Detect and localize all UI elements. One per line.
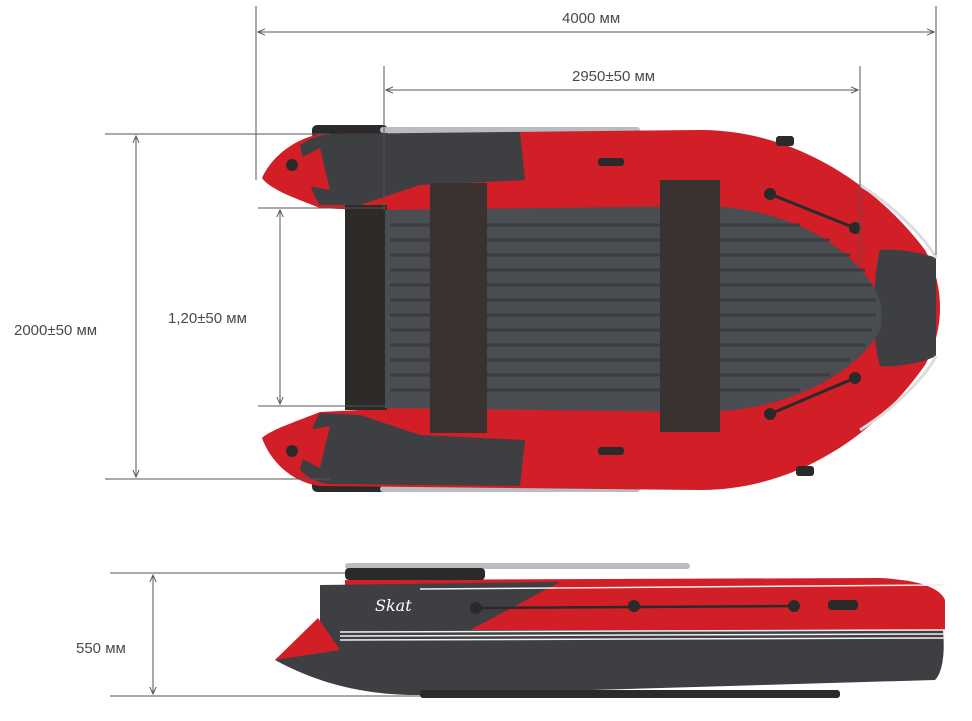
width-overall-label: 2000±50 мм xyxy=(14,322,98,339)
side-view xyxy=(275,563,946,698)
top-view xyxy=(262,125,940,492)
tube-fittings xyxy=(598,136,861,476)
transom xyxy=(345,205,387,410)
oar-side xyxy=(345,563,690,569)
tube-dark-bottom xyxy=(300,413,525,486)
bow-cap xyxy=(874,249,936,367)
dimension-lines xyxy=(105,6,937,697)
stern-cone-side xyxy=(275,618,340,660)
length-overall-label: 4000 мм xyxy=(562,10,621,27)
length-inner-label: 2950±50 мм xyxy=(572,68,656,85)
height-label: 550 мм xyxy=(76,640,126,657)
tube-dark-top xyxy=(300,132,525,205)
bench-front xyxy=(660,180,720,432)
brand-logo: Skat xyxy=(375,596,412,615)
width-inner-label: 1,20±50 мм xyxy=(168,310,247,327)
stern-side-dark xyxy=(320,582,560,632)
bench-rear xyxy=(430,183,487,433)
